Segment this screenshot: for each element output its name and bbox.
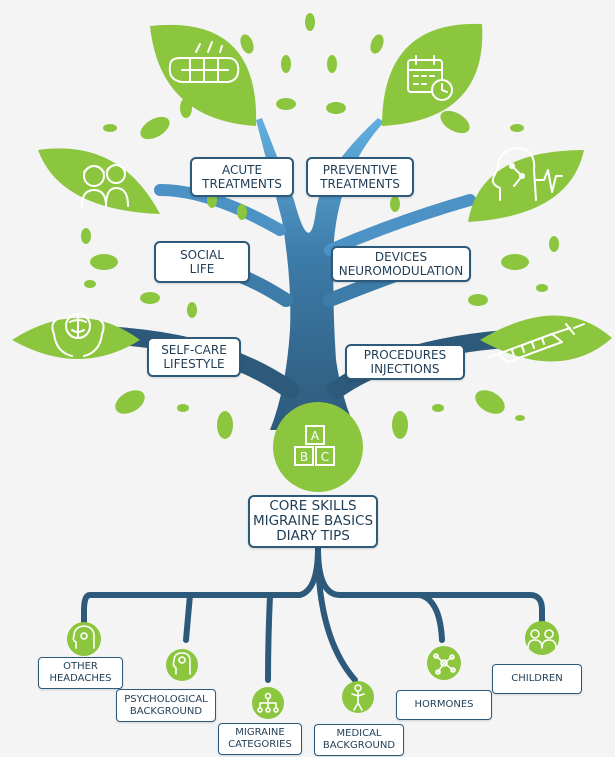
label-line: LIFE	[189, 262, 215, 276]
label-procedures-injections: PROCEDURES INJECTIONS	[345, 344, 465, 380]
label-hormones: HORMONES	[396, 690, 492, 720]
leaf-icon-group	[51, 41, 585, 363]
molecule-icon	[433, 653, 456, 675]
label-line: PROCEDURES	[363, 348, 447, 362]
label-line: SOCIAL	[180, 248, 224, 262]
brain-head-icon	[72, 625, 95, 649]
children-icon	[527, 629, 557, 649]
label-line: MIGRAINE BASICS	[252, 513, 374, 529]
block-c-letter: C	[321, 450, 329, 464]
label-line: PREVENTIVE	[322, 163, 398, 177]
leaf-devices	[468, 150, 584, 222]
label-psychological-background: PSYCHOLOGICAL BACKGROUND	[116, 689, 216, 722]
root-circle-children	[525, 621, 559, 655]
leaf-social	[38, 148, 160, 214]
label-acute-treatments: ACUTE TREATMENTS	[190, 157, 294, 197]
label-social-life: SOCIAL LIFE	[154, 241, 250, 283]
block-a-letter: A	[311, 429, 320, 443]
root-icon-group	[72, 625, 557, 713]
label-preventive-treatments: PREVENTIVE TREATMENTS	[306, 157, 414, 197]
label-line: LIFESTYLE	[163, 357, 225, 371]
block-b-letter: B	[300, 450, 308, 464]
label-line: NEUROMODULATION	[338, 264, 464, 278]
label-line: PSYCHOLOGICAL	[124, 693, 208, 705]
label-line: MIGRAINE	[235, 727, 285, 738]
block-a	[305, 425, 325, 445]
label-medical-background: MEDICAL BACKGROUND	[314, 724, 404, 756]
label-line: CORE SKILLS	[269, 498, 357, 514]
label-line: DIARY TIPS	[276, 528, 350, 544]
label-line: DEVICES	[374, 250, 428, 264]
label-line: CATEGORIES	[228, 739, 292, 750]
label-line: TREATMENTS	[320, 177, 400, 191]
label-line: INJECTIONS	[370, 362, 440, 376]
label-line: HORMONES	[414, 699, 474, 710]
small-leaves	[81, 13, 559, 439]
hierarchy-icon	[257, 692, 279, 713]
block-c	[315, 446, 335, 466]
label-core-skills: CORE SKILLS MIGRAINE BASICS DIARY TIPS	[248, 495, 378, 548]
leaf-preventive	[382, 23, 483, 126]
family-icon	[81, 164, 129, 207]
lightbulb-head-icon	[172, 652, 191, 675]
label-line: ACUTE	[221, 163, 263, 177]
person-body-icon	[351, 684, 365, 711]
label-devices-neuromodulation: DEVICES NEUROMODULATION	[331, 246, 471, 282]
hands-brain-icon	[51, 313, 105, 357]
label-other-headaches: OTHER HEADACHES	[38, 657, 123, 689]
label-line: MEDICAL	[336, 728, 382, 739]
label-line: BACKGROUND	[129, 705, 203, 717]
label-migraine-categories: MIGRAINE CATEGORIES	[218, 723, 302, 755]
center-abc: A B C	[273, 402, 363, 492]
teeth-clench-icon	[168, 41, 240, 83]
head-brain-circuit-icon	[491, 147, 563, 201]
label-line: TREATMENTS	[202, 177, 282, 191]
roots	[81, 545, 545, 683]
calendar-clock-icon	[407, 55, 453, 101]
label-line: CHILDREN	[511, 673, 563, 684]
label-children: CHILDREN	[492, 664, 582, 694]
label-line: OTHER	[63, 661, 98, 672]
label-selfcare-lifestyle: SELF-CARE LIFESTYLE	[147, 337, 241, 377]
label-line: BACKGROUND	[322, 740, 396, 751]
label-line: SELF-CARE	[161, 343, 227, 357]
syringe-icon	[487, 323, 585, 363]
label-line: HEADACHES	[49, 673, 112, 684]
block-b	[294, 446, 314, 466]
